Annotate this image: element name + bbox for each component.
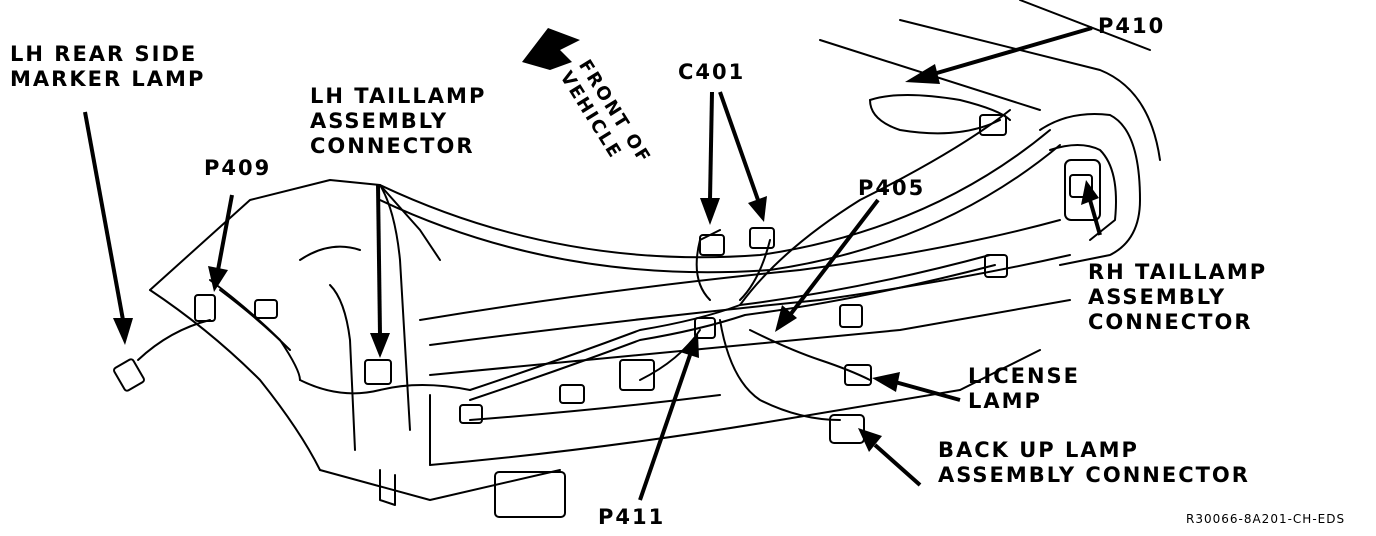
connectors bbox=[113, 114, 1093, 444]
rear-bumper-fascia bbox=[379, 219, 1071, 518]
p411-connector bbox=[694, 317, 716, 339]
license-lamp-label: LICENSE LAMP bbox=[968, 364, 1080, 414]
c401-connector-b bbox=[749, 227, 775, 249]
left-quarter-panel bbox=[149, 179, 561, 501]
license-lamp-connector bbox=[844, 364, 872, 386]
p410-connector bbox=[979, 114, 1007, 136]
p405-label: P405 bbox=[858, 176, 926, 200]
c401-connector-a bbox=[699, 234, 725, 256]
backup-lamp-connector bbox=[829, 414, 865, 444]
lh-rear-side-marker-lamp-label: LH REAR SIDE MARKER LAMP bbox=[10, 42, 206, 92]
p411-label: P411 bbox=[598, 505, 666, 529]
rh-taillamp-assembly-connector-label: RH TAILLAMP ASSEMBLY CONNECTOR bbox=[1088, 260, 1268, 335]
rh-taillamp-housing bbox=[1039, 113, 1141, 266]
leader-arrows bbox=[83, 26, 1102, 501]
lh-taillamp-connector bbox=[364, 359, 392, 385]
p409-connector bbox=[194, 294, 216, 322]
c401-label: C401 bbox=[678, 60, 746, 84]
figure-code: R30066-8A201-CH-EDS bbox=[1186, 512, 1346, 526]
back-up-lamp-assembly-connector-label: BACK UP LAMP ASSEMBLY CONNECTOR bbox=[938, 438, 1250, 488]
p410-label: P410 bbox=[1098, 14, 1166, 38]
rh-taillamp-connector bbox=[1069, 174, 1093, 198]
front-of-vehicle-arrow bbox=[522, 28, 580, 70]
p409-label: P409 bbox=[204, 156, 272, 180]
lh-taillamp-assembly-connector-label: LH TAILLAMP ASSEMBLY CONNECTOR bbox=[310, 84, 487, 159]
